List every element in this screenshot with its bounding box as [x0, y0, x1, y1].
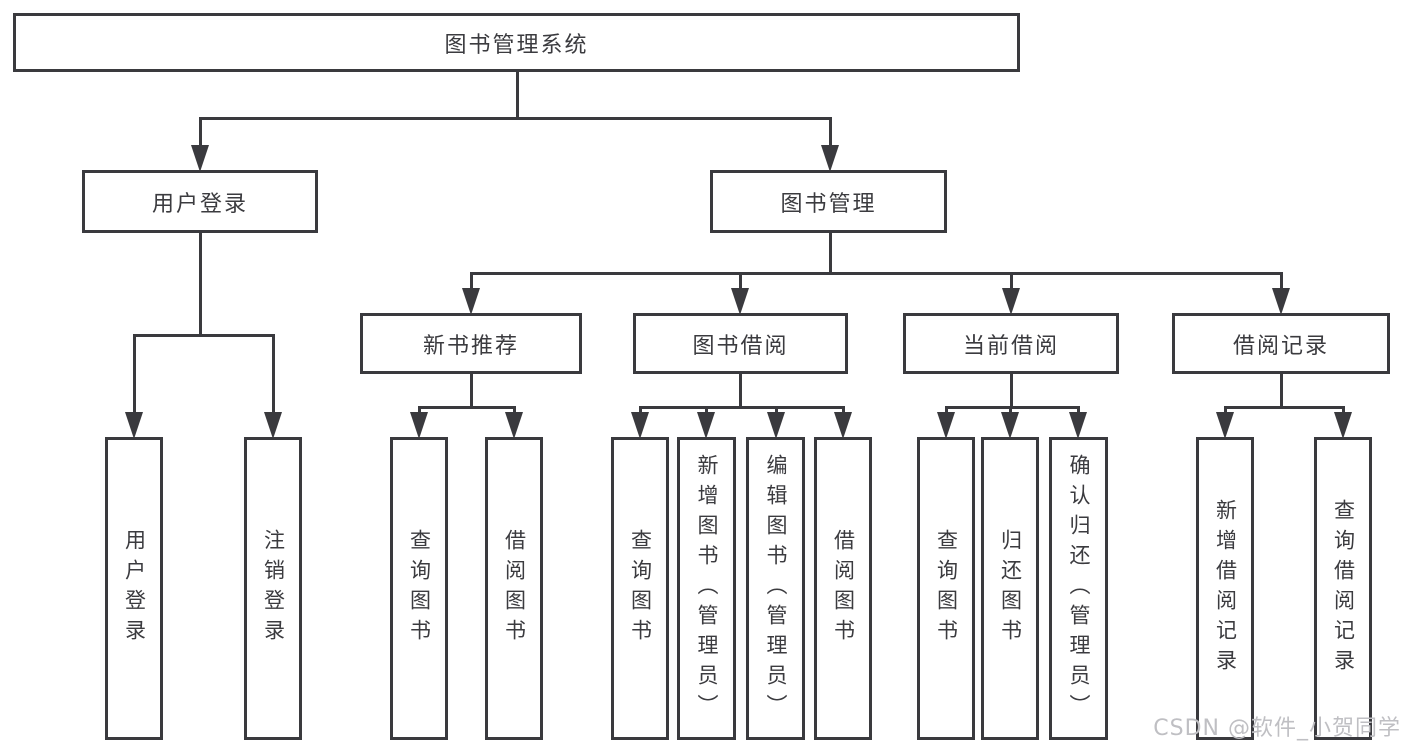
leaf-label: 查询图书 [407, 528, 432, 649]
connector-vertical-line [198, 233, 202, 335]
leaf-add-borrow-record: 新增借阅记录 [1196, 437, 1254, 740]
leaf-label: 新增图书（管理员） [695, 453, 719, 724]
leaf-label: 借阅图书 [502, 528, 527, 649]
leaf-label: 编辑图书（管理员） [764, 453, 788, 724]
arrowhead-down-icon [1069, 412, 1087, 439]
node-label: 图书管理 [780, 191, 877, 217]
arrowhead-down-icon [1272, 288, 1290, 315]
leaf-label: 注销登录 [261, 528, 286, 649]
connector-vertical-line [828, 233, 832, 273]
leaf-query-books-borrow: 查询图书 [611, 437, 669, 740]
leaf-user-login: 用户登录 [105, 437, 163, 740]
arrowhead-down-icon [1002, 288, 1020, 315]
leaf-add-book-admin: 新增图书（管理员） [677, 437, 736, 740]
connector-vertical-line [132, 335, 136, 418]
connector-vertical-line [469, 273, 473, 294]
csdn-watermark: CSDN @软件_小贺同学 [1153, 716, 1401, 741]
node-book-management: 图书管理 [710, 170, 947, 233]
leaf-query-books-recommend: 查询图书 [390, 437, 448, 740]
arrowhead-down-icon [1001, 412, 1019, 439]
node-borrowing-records: 借阅记录 [1172, 313, 1390, 374]
connector-horizontal-line [469, 271, 1283, 275]
arrowhead-down-icon [697, 412, 715, 439]
connector-horizontal-line [944, 405, 1080, 409]
connector-vertical-line [1009, 374, 1013, 407]
connector-vertical-line [738, 374, 742, 407]
arrowhead-down-icon [834, 412, 852, 439]
arrowhead-down-icon [937, 412, 955, 439]
node-label: 用户登录 [151, 191, 248, 217]
connector-horizontal-line [198, 116, 832, 120]
connector-vertical-line [1279, 273, 1283, 294]
leaf-return-book: 归还图书 [981, 437, 1039, 740]
leaf-query-borrow-record: 查询借阅记录 [1314, 437, 1372, 740]
node-label: 新书推荐 [422, 333, 519, 359]
connector-vertical-line [738, 273, 742, 294]
connector-vertical-line [1009, 273, 1013, 294]
leaf-label: 查询图书 [628, 528, 653, 649]
arrowhead-down-icon [410, 412, 428, 439]
leaf-confirm-return-admin: 确认归还（管理员） [1049, 437, 1108, 740]
arrowhead-down-icon [264, 412, 282, 439]
leaf-label: 用户登录 [122, 528, 147, 649]
connector-horizontal-line [638, 405, 845, 409]
arrowhead-down-icon [1216, 412, 1234, 439]
node-label: 图书管理系统 [444, 32, 589, 58]
leaf-label: 查询图书 [934, 528, 959, 649]
leaf-label: 新增借阅记录 [1213, 498, 1238, 679]
arrowhead-down-icon [1334, 412, 1352, 439]
arrowhead-down-icon [191, 145, 209, 172]
node-new-book-recommend: 新书推荐 [360, 313, 582, 374]
node-book-borrowing: 图书借阅 [633, 313, 848, 374]
connector-vertical-line [198, 118, 202, 151]
leaf-edit-book-admin: 编辑图书（管理员） [746, 437, 805, 740]
connector-horizontal-line [417, 405, 516, 409]
connector-vertical-line [515, 70, 519, 118]
connector-horizontal-line [132, 333, 275, 337]
connector-horizontal-line [1223, 405, 1345, 409]
leaf-label: 查询借阅记录 [1331, 498, 1356, 679]
connector-vertical-line [1279, 374, 1283, 407]
leaf-query-books-current: 查询图书 [917, 437, 975, 740]
arrowhead-down-icon [631, 412, 649, 439]
leaf-label: 借阅图书 [831, 528, 856, 649]
node-label: 借阅记录 [1232, 333, 1329, 359]
arrowhead-down-icon [821, 145, 839, 172]
arrowhead-down-icon [731, 288, 749, 315]
node-label: 图书借阅 [692, 333, 789, 359]
leaf-label: 归还图书 [998, 528, 1023, 649]
node-label: 当前借阅 [962, 333, 1059, 359]
node-current-borrowing: 当前借阅 [903, 313, 1119, 374]
leaf-label: 确认归还（管理员） [1067, 453, 1091, 724]
node-user-login: 用户登录 [82, 170, 318, 233]
leaf-borrow-books: 借阅图书 [814, 437, 872, 740]
arrowhead-down-icon [125, 412, 143, 439]
arrowhead-down-icon [462, 288, 480, 315]
arrowhead-down-icon [767, 412, 785, 439]
connector-vertical-line [469, 374, 473, 407]
arrowhead-down-icon [505, 412, 523, 439]
leaf-borrow-books-recommend: 借阅图书 [485, 437, 543, 740]
connector-vertical-line [271, 335, 275, 418]
node-library-management-system: 图书管理系统 [13, 13, 1020, 72]
leaf-logout: 注销登录 [244, 437, 302, 740]
connector-vertical-line [828, 118, 832, 151]
